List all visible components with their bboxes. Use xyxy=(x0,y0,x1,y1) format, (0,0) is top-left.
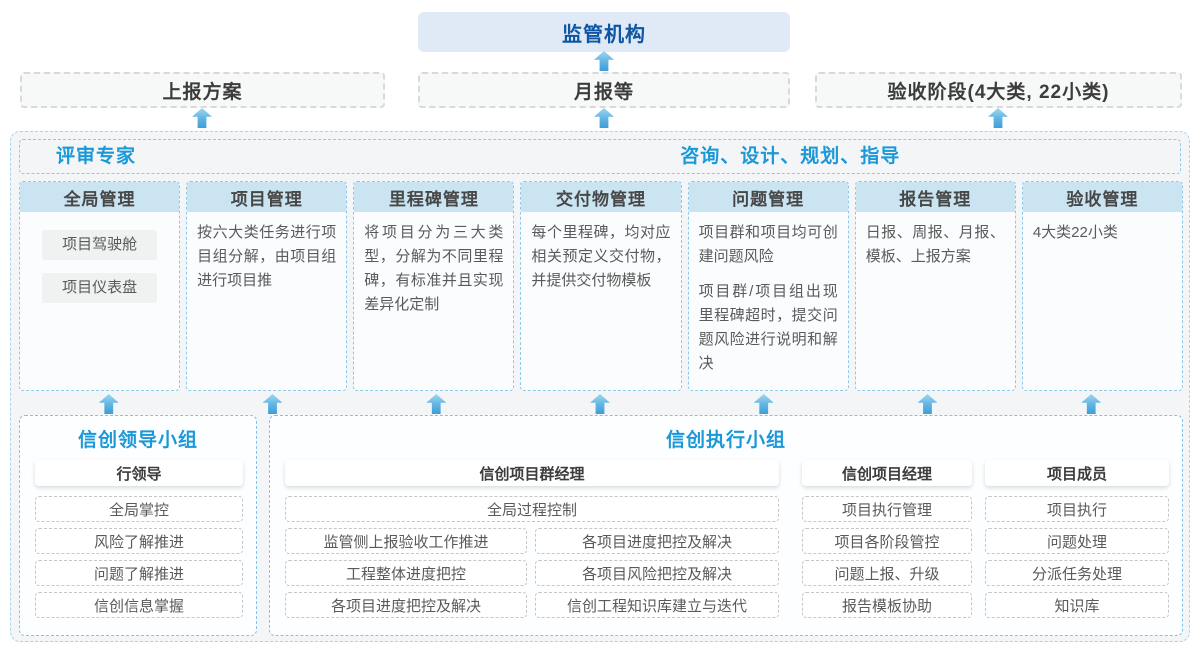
project-manager-item: 问题上报、升级 xyxy=(802,560,972,586)
column-description: 4大类22小类 xyxy=(1032,224,1118,241)
platform-container: 评审专家 咨询、设计、规划、指导 全局管理 项目驾驶舱 项目仪表盘 项目管理 按… xyxy=(10,131,1190,642)
column-issue-management: 问题管理 项目群和项目均可创建问题风险 项目群/项目组出现里程碑超时，提交问题风… xyxy=(687,181,849,391)
column-header: 验收管理 xyxy=(1022,182,1182,212)
xinchuang-leadership-group: 信创领导小组 行领导 全局掌控 风险了解推进 问题了解推进 信创信息掌握 xyxy=(19,415,257,636)
column-acceptance-management: 验收管理 4大类22小类 xyxy=(1021,181,1183,391)
project-manager-item: 项目执行管理 xyxy=(802,496,972,522)
xinchuang-execution-group: 信创执行小组 信创项目群经理 全局过程控制 监管侧上报验收工作推进 工程整体进度… xyxy=(269,415,1183,636)
program-manager-item: 各项目进度把控及解决 xyxy=(535,528,779,554)
column-description: 项目群/项目组出现里程碑超时，提交问题风险进行说明和解决 xyxy=(698,283,838,372)
acceptance-stage-label: 验收阶段(4大类, 22小类) xyxy=(887,81,1110,103)
role-bank-leaders: 行领导 xyxy=(35,460,243,486)
up-arrow-icon xyxy=(98,394,119,414)
up-arrow-icon xyxy=(594,51,614,71)
column-project-management: 项目管理 按六大类任务进行项目组分解，由项目组进行项目推 xyxy=(186,181,348,391)
up-arrow-icon xyxy=(917,394,938,414)
up-arrow-icon xyxy=(192,108,212,128)
member-item: 知识库 xyxy=(985,592,1169,618)
up-arrow-icon xyxy=(590,394,610,414)
acceptance-stage-box: 验收阶段(4大类, 22小类) xyxy=(815,72,1182,108)
column-header: 问题管理 xyxy=(688,182,848,212)
regulator-box: 监管机构 xyxy=(418,12,790,52)
column-description: 项目群和项目均可创建问题风险 xyxy=(698,224,838,265)
leadership-item: 风险了解推进 xyxy=(35,528,243,554)
monthly-report-label: 月报等 xyxy=(573,81,634,103)
column-description: 将项目分为三大类型，分解为不同里程碑，有标准并且实现差异化定制 xyxy=(364,224,504,313)
report-plan-label: 上报方案 xyxy=(162,81,243,103)
up-arrow-icon xyxy=(753,394,774,414)
program-manager-item: 各项目进度把控及解决 xyxy=(285,592,527,618)
project-manager-item: 报告模板协助 xyxy=(802,592,972,618)
up-arrow-icon xyxy=(262,394,283,414)
role-project-member: 项目成员 xyxy=(985,460,1169,486)
member-item: 项目执行 xyxy=(985,496,1169,522)
column-description: 每个里程碑，均对应相关预定义交付物，并提供交付物模板 xyxy=(531,224,671,289)
leadership-group-title: 信创领导小组 xyxy=(77,430,198,451)
column-header: 全局管理 xyxy=(20,182,180,212)
column-global-management: 全局管理 项目驾驶舱 项目仪表盘 xyxy=(19,181,181,391)
column-report-management: 报告管理 日报、周报、月报、模板、上报方案 xyxy=(854,181,1016,391)
execution-group-title: 信创执行小组 xyxy=(665,430,786,451)
expert-consult-strip: 评审专家 咨询、设计、规划、指导 xyxy=(19,139,1181,174)
report-plan-box: 上报方案 xyxy=(20,72,385,108)
up-arrow-icon xyxy=(594,108,614,128)
pill-project-dashboard: 项目仪表盘 xyxy=(42,273,158,303)
column-description: 按六大类任务进行项目组分解，由项目组进行项目推 xyxy=(197,224,337,289)
up-arrow-icon xyxy=(1081,394,1102,414)
program-manager-item: 工程整体进度把控 xyxy=(285,560,527,586)
column-header: 交付物管理 xyxy=(521,182,681,212)
management-columns: 全局管理 项目驾驶舱 项目仪表盘 项目管理 按六大类任务进行项目组分解，由项目组… xyxy=(19,181,1183,391)
member-item: 分派任务处理 xyxy=(985,560,1169,586)
pill-project-cockpit: 项目驾驶舱 xyxy=(42,230,158,260)
column-description: 日报、周报、月报、模板、上报方案 xyxy=(865,224,1005,265)
project-manager-item: 项目各阶段管控 xyxy=(802,528,972,554)
column-header: 报告管理 xyxy=(855,182,1015,212)
role-project-manager: 信创项目经理 xyxy=(802,460,972,486)
monthly-report-box: 月报等 xyxy=(418,72,790,108)
column-header: 里程碑管理 xyxy=(354,182,514,212)
consulting-title: 咨询、设计、规划、指导 xyxy=(680,146,901,167)
program-manager-item: 全局过程控制 xyxy=(285,496,779,522)
program-manager-item: 信创工程知识库建立与迭代 xyxy=(535,592,779,618)
leadership-item: 信创信息掌握 xyxy=(35,592,243,618)
up-arrow-icon xyxy=(426,394,447,414)
leadership-item: 问题了解推进 xyxy=(35,560,243,586)
program-manager-item: 各项目风险把控及解决 xyxy=(535,560,779,586)
review-experts-title: 评审专家 xyxy=(56,146,137,167)
member-item: 问题处理 xyxy=(985,528,1169,554)
regulator-label: 监管机构 xyxy=(562,23,646,46)
program-manager-item: 监管侧上报验收工作推进 xyxy=(285,528,527,554)
up-arrow-icon xyxy=(988,108,1008,128)
column-milestone-management: 里程碑管理 将项目分为三大类型，分解为不同里程碑，有标准并且实现差异化定制 xyxy=(353,181,515,391)
leadership-item: 全局掌控 xyxy=(35,496,243,522)
role-program-manager: 信创项目群经理 xyxy=(285,460,779,486)
column-header: 项目管理 xyxy=(187,182,347,212)
column-deliverable-management: 交付物管理 每个里程碑，均对应相关预定义交付物，并提供交付物模板 xyxy=(520,181,682,391)
